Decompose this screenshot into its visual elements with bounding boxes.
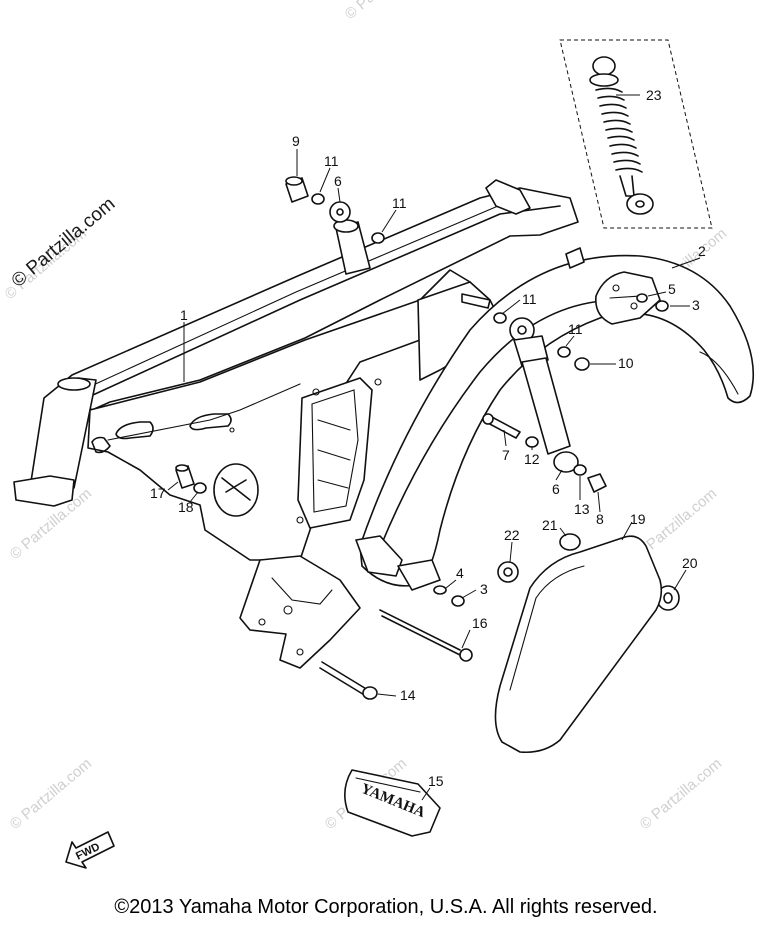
callout-18: 18 [178,499,194,515]
callout-23: 23 [646,87,662,103]
callout-15: 15 [428,773,444,789]
callout-16: 16 [472,615,488,631]
callout-8: 8 [596,511,604,527]
watermark-text: © Partzilla.com [637,755,725,833]
callout-11: 11 [392,195,407,211]
callout-1: 1 [180,307,188,323]
shock-detail-box [559,39,713,229]
callout-6: 6 [334,173,342,189]
callout-17: 17 [150,485,166,501]
yamaha-emblem-part: YAMAHA [344,769,441,837]
shock-absorber-right-part [509,317,579,473]
rear-fender-part [355,247,755,591]
callout-3: 3 [692,297,700,313]
shock-absorber-left-part [333,219,371,275]
callout-20: 20 [682,555,698,571]
callout-9: 9 [292,133,300,149]
watermark-text: © Partzilla.com [342,0,430,23]
callout-11: 11 [568,321,583,337]
callout-11: 11 [522,291,537,307]
side-cover-part [494,535,663,754]
callout-3: 3 [480,581,488,597]
callout-5: 5 [668,281,676,297]
leader-lines [167,94,701,801]
rear-shock-spring-part [559,39,713,229]
callout-12: 12 [524,451,540,467]
callout-4: 4 [456,565,464,581]
callout-numbers: 1 2 3 3 4 5 6 6 7 8 9 10 11 11 11 11 11 … [150,87,706,789]
callout-7: 7 [502,447,510,463]
callout-2: 2 [698,243,706,259]
callout-14: 14 [400,687,416,703]
copyright-footer: ©2013 Yamaha Motor Corporation, U.S.A. A… [114,896,658,918]
callout-19: 19 [630,511,646,527]
callout-22: 22 [504,527,520,543]
hardware-parts [175,176,680,700]
callout-13: 13 [574,501,590,517]
callout-10: 10 [618,355,634,371]
callout-21: 21 [542,517,558,533]
callout-11: 11 [324,153,339,169]
watermark-text-main: © Partzilla.com [8,193,120,291]
callout-6: 6 [552,481,560,497]
spring-coils [595,87,643,173]
main-frame-part [13,179,579,669]
watermark-text: © Partzilla.com [7,755,95,833]
forward-arrow-icon: FWD [65,831,115,869]
